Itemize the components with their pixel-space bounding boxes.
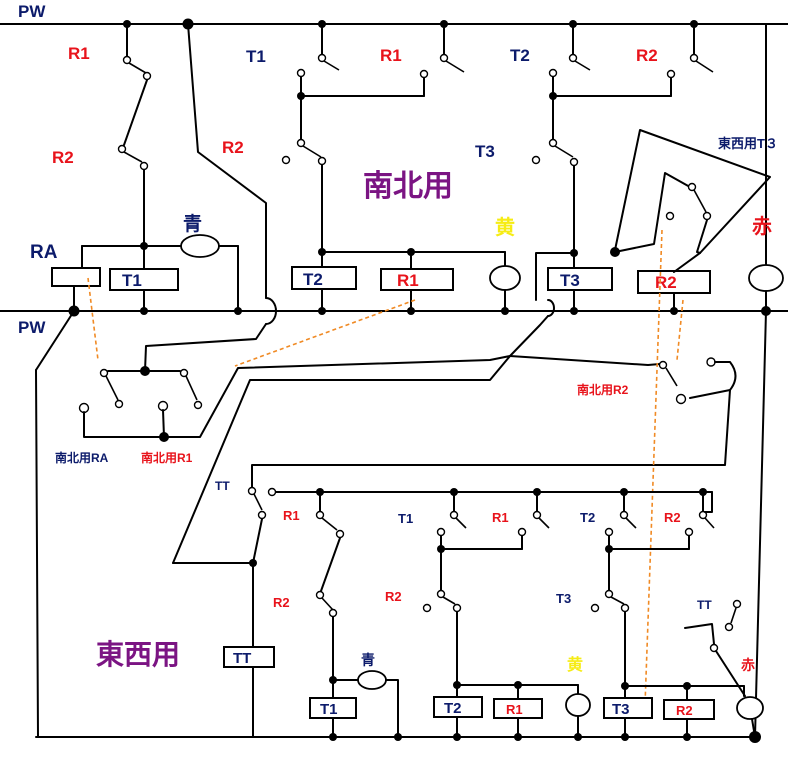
ns-r2-contact-label-b: R2 xyxy=(222,138,244,157)
ns-t2-contact-label: T2 xyxy=(510,46,530,65)
pw-middle-label: PW xyxy=(18,318,46,337)
ew-tt-coil xyxy=(223,646,275,668)
ew-blue-lamp-label: 青 xyxy=(361,652,375,668)
ns-red-lamp xyxy=(748,264,784,292)
ew-yellow-lamp-label: 黄 xyxy=(567,655,583,674)
ns-r1-contact-label-a: R1 xyxy=(68,44,90,63)
ew-t1-coil xyxy=(309,697,357,719)
ew-r2-coil-label: R2 xyxy=(676,703,693,718)
switch-area: 南北用RA 南北用R1 南北用R2 xyxy=(55,355,737,466)
ew-r1-coil-label: R1 xyxy=(506,702,523,717)
ns-r2-contact-label-a: R2 xyxy=(52,148,74,167)
ns-r1-coil-label: R1 xyxy=(397,271,419,290)
ew-r2-contact-label-c: R2 xyxy=(664,510,681,525)
sw-ns-r1-label: 南北用R1 xyxy=(141,450,193,465)
east-west-section: TT TT R1 R2 青 T1 xyxy=(96,464,764,743)
ns-yellow-lamp-label: 黄 xyxy=(495,215,515,239)
ew-t2-coil xyxy=(433,696,483,718)
ns-ra-label: RA xyxy=(30,242,58,263)
ns-t3-coil-label: T3 xyxy=(560,271,580,290)
ew-t1-contact-label: T1 xyxy=(398,511,413,526)
ew-tt-coil-label: TT xyxy=(233,650,251,667)
ns-t3-contact-label: T3 xyxy=(475,142,495,161)
ns-blue-lamp xyxy=(180,234,220,258)
ew-t1-coil-label: T1 xyxy=(320,701,338,718)
ew-r2-contact-label-a: R2 xyxy=(273,595,290,610)
sw-ns-r2-label: 南北用R2 xyxy=(577,382,629,397)
ns-r2-contact-label-c: R2 xyxy=(636,46,658,65)
ew-r2-coil xyxy=(663,699,715,720)
ns-t2-coil-label: T2 xyxy=(303,270,323,289)
ew-section-title: 東西用 xyxy=(96,639,180,670)
ew-t3-contact-label: T3 xyxy=(556,591,571,606)
ns-yellow-lamp xyxy=(489,265,521,291)
ew-r2-contact-label-b: R2 xyxy=(385,589,402,604)
ns-red-lamp-label: 赤 xyxy=(752,214,772,238)
ew-r1-contact-label-b: R1 xyxy=(492,510,509,525)
ew-r1-contact-label-a: R1 xyxy=(283,508,300,523)
ew-t2-contact-label: T2 xyxy=(580,510,595,525)
sw-ns-ra-label: 南北用RA xyxy=(55,450,109,465)
ns-t3-coil xyxy=(547,267,613,291)
ew-t3-coil xyxy=(603,697,653,719)
ns-t1-coil-label: T1 xyxy=(122,271,142,290)
ns-t1-coil xyxy=(109,268,179,291)
ns-r1-contact-label-b: R1 xyxy=(380,46,402,65)
ns-ra-coil xyxy=(51,267,101,287)
pw-top-label: PW xyxy=(18,2,46,21)
ns-t2-coil xyxy=(291,266,357,290)
ew-t3-coil-label: T3 xyxy=(612,701,630,718)
ns-t1-contact-label: T1 xyxy=(246,47,266,66)
ew-yellow-lamp xyxy=(565,693,591,717)
north-south-section: R1 R2 青 RA T1 xyxy=(30,18,784,738)
ew-t3-contact-label: 東西用T３ xyxy=(718,136,778,151)
ns-blue-lamp-label: 青 xyxy=(183,213,202,235)
ew-blue-lamp xyxy=(357,670,387,690)
ns-section-title: 南北用 xyxy=(363,170,453,203)
ew-red-lamp-label: 赤 xyxy=(741,657,755,673)
ns-r2-coil-label: R2 xyxy=(655,273,677,292)
ew-t2-coil-label: T2 xyxy=(444,700,462,717)
mechanical-linkage xyxy=(87,229,684,706)
ew-red-lamp xyxy=(736,696,764,720)
ns-r1-coil xyxy=(380,268,454,291)
ew-tt-contact-label: TT xyxy=(215,479,230,493)
ew-tt-contact-label-2: TT xyxy=(697,598,712,612)
